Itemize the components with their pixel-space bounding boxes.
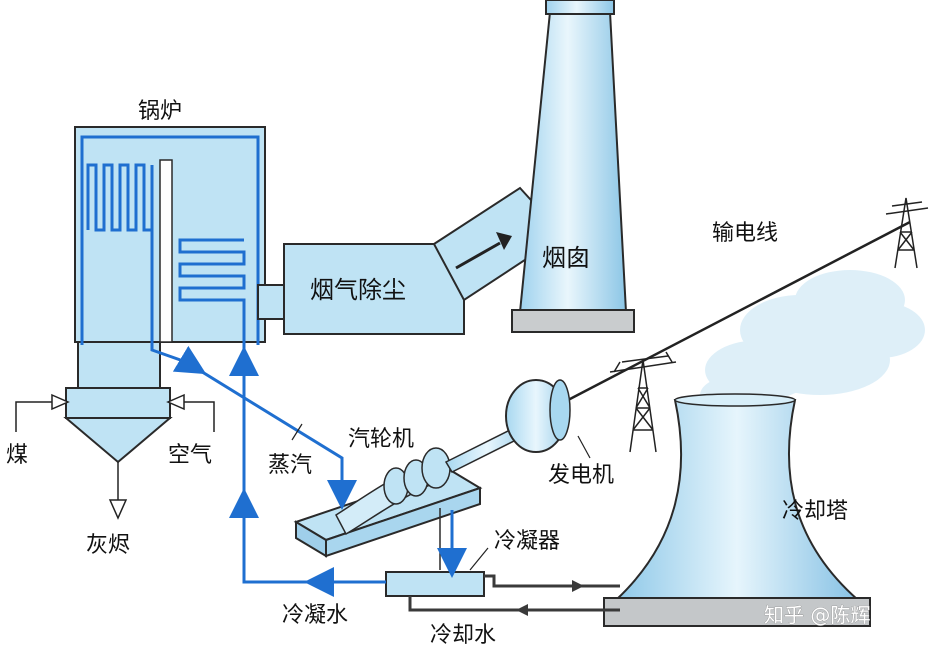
arrow-icon xyxy=(455,241,501,270)
arrow-icon xyxy=(496,232,512,250)
label-steam-turbine: 汽轮机 xyxy=(348,427,414,452)
flue-duct xyxy=(257,284,287,320)
label-cooling-tower: 冷却塔 xyxy=(782,499,848,524)
arrow-icon xyxy=(166,393,185,411)
steam-turbine xyxy=(293,447,483,558)
generator-leader xyxy=(577,435,591,459)
label-boiler: 锅炉 xyxy=(138,99,182,124)
air-inlet xyxy=(184,401,215,432)
watermark: 知乎 @陈辉 xyxy=(764,603,870,627)
flue-gas-dust-removal xyxy=(283,186,541,335)
cooling-water-in xyxy=(408,596,620,612)
steam-pipe xyxy=(150,345,357,510)
label-transmission-line: 输电线 xyxy=(712,221,778,246)
transmission-tower-icon xyxy=(609,351,677,453)
label-air: 空气 xyxy=(168,443,212,468)
coal-inlet xyxy=(15,401,52,432)
transmission-line xyxy=(544,220,911,414)
condensate-pipe xyxy=(242,345,386,584)
condenser xyxy=(385,508,485,597)
label-chimney: 烟囱 xyxy=(542,244,590,272)
label-cooling-water: 冷却水 xyxy=(430,623,496,648)
label-steam: 蒸汽 xyxy=(268,453,312,478)
label-condenser: 冷凝器 xyxy=(494,529,560,554)
transmission-tower-icon xyxy=(885,197,929,269)
arrow-icon xyxy=(516,604,528,616)
cooling-tower xyxy=(603,393,871,627)
label-generator: 发电机 xyxy=(548,463,614,488)
label-coal: 煤 xyxy=(6,443,28,468)
steam-leader xyxy=(291,423,303,441)
chimney xyxy=(511,0,635,333)
label-ash: 灰烬 xyxy=(86,533,130,558)
label-flue-gas-dust-removal: 烟气除尘 xyxy=(310,276,406,304)
condenser-leader xyxy=(469,547,489,571)
arrow-icon xyxy=(172,345,207,375)
label-condensate-water: 冷凝水 xyxy=(282,603,348,628)
arrow-icon xyxy=(572,580,584,592)
cooling-water-out xyxy=(484,574,620,588)
steam-cloud xyxy=(700,270,925,415)
arrow-icon xyxy=(51,393,70,411)
generator xyxy=(505,379,571,453)
arrow-icon xyxy=(108,499,128,520)
boiler xyxy=(63,126,266,464)
